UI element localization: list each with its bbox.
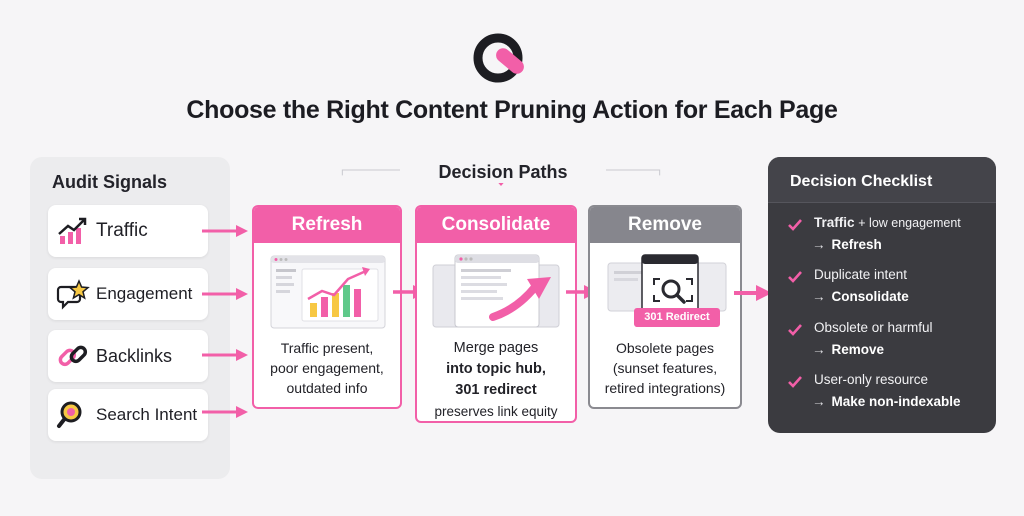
signal-search-intent: Search Intent (48, 389, 208, 441)
card-desc-line: Obsolete pages (615, 340, 715, 356)
arrow-right-icon (734, 285, 772, 301)
merge-pages-illustration (432, 254, 560, 328)
magnifier-icon (57, 401, 82, 428)
path-card-remove: Remove 301 Redirect Obsolete pages (suns… (588, 205, 742, 409)
arrow-right-icon (202, 406, 248, 418)
redirect-badge: 301 Redirect (634, 308, 720, 327)
card-desc-line: poor engagement, (270, 360, 384, 376)
audit-signals-title: Audit Signals (52, 172, 168, 192)
signal-label: Traffic (96, 220, 148, 241)
path-card-consolidate: Consolidate Merge pages into topic hub, … (415, 205, 577, 423)
card-desc-line: Merge pages (453, 340, 539, 356)
redirect-page-illustration (607, 254, 727, 314)
decision-paths-title: Decision Paths (400, 162, 606, 183)
analytics-page-illustration (270, 255, 386, 329)
card-desc-line: Traffic present, (280, 340, 374, 356)
card-desc-line: outdated info (286, 380, 368, 396)
card-desc-line: preserves link equity (434, 404, 558, 419)
path-card-refresh: Refresh Traffic present, poor engagement… (252, 205, 402, 409)
checkmark-icon (788, 219, 802, 231)
signal-label: Backlinks (96, 345, 173, 366)
checklist-condition: Duplicate intent (814, 267, 908, 282)
card-desc-line: into topic hub, (446, 361, 546, 377)
checklist-action: Make non-indexable (831, 394, 961, 409)
checklist-item: Duplicate intent →Consolidate (768, 267, 996, 317)
card-desc-line: retired integrations) (604, 380, 726, 396)
card-title: Consolidate (417, 207, 575, 243)
signal-backlinks: Backlinks (48, 330, 208, 382)
checklist-condition-strong: Traffic (814, 215, 855, 230)
checklist-item: Traffic + low engagement →Refresh (768, 215, 996, 265)
checklist-action: Refresh (831, 237, 882, 252)
signal-label: Engagement (96, 284, 193, 303)
checklist-condition: + low engagement (858, 216, 961, 230)
arrow-right-icon (202, 349, 248, 361)
trend-up-chart-icon (58, 217, 87, 244)
card-desc-line: (sunset features, (612, 360, 718, 376)
checklist-item: Obsolete or harmful →Remove (768, 320, 996, 370)
signal-traffic: Traffic (48, 205, 208, 257)
card-desc-line: 301 redirect (455, 382, 537, 398)
decision-checklist-panel: Decision Checklist Traffic + low engagem… (768, 157, 996, 433)
checkmark-icon (788, 376, 802, 388)
signal-engagement: Engagement (48, 268, 208, 320)
checklist-condition: Obsolete or harmful (814, 320, 933, 335)
page-title: Choose the Right Content Pruning Action … (186, 96, 838, 124)
checklist-action: Consolidate (831, 289, 909, 304)
chain-link-icon (58, 345, 88, 367)
checklist-condition: User-only resource (814, 372, 929, 387)
chat-star-icon (56, 279, 90, 310)
brand-logo-icon (473, 33, 524, 83)
card-title: Remove (590, 207, 740, 243)
arrow-right-icon (202, 288, 248, 300)
card-title: Refresh (254, 207, 400, 243)
checkmark-icon (788, 271, 802, 283)
signal-label: Search Intent (96, 405, 198, 424)
checklist-action: Remove (831, 342, 885, 357)
checklist-item: User-only resource →Make non-indexable (768, 372, 996, 422)
checkmark-icon (788, 324, 802, 336)
checklist-title: Decision Checklist (768, 157, 996, 203)
arrow-right-icon (202, 225, 248, 237)
